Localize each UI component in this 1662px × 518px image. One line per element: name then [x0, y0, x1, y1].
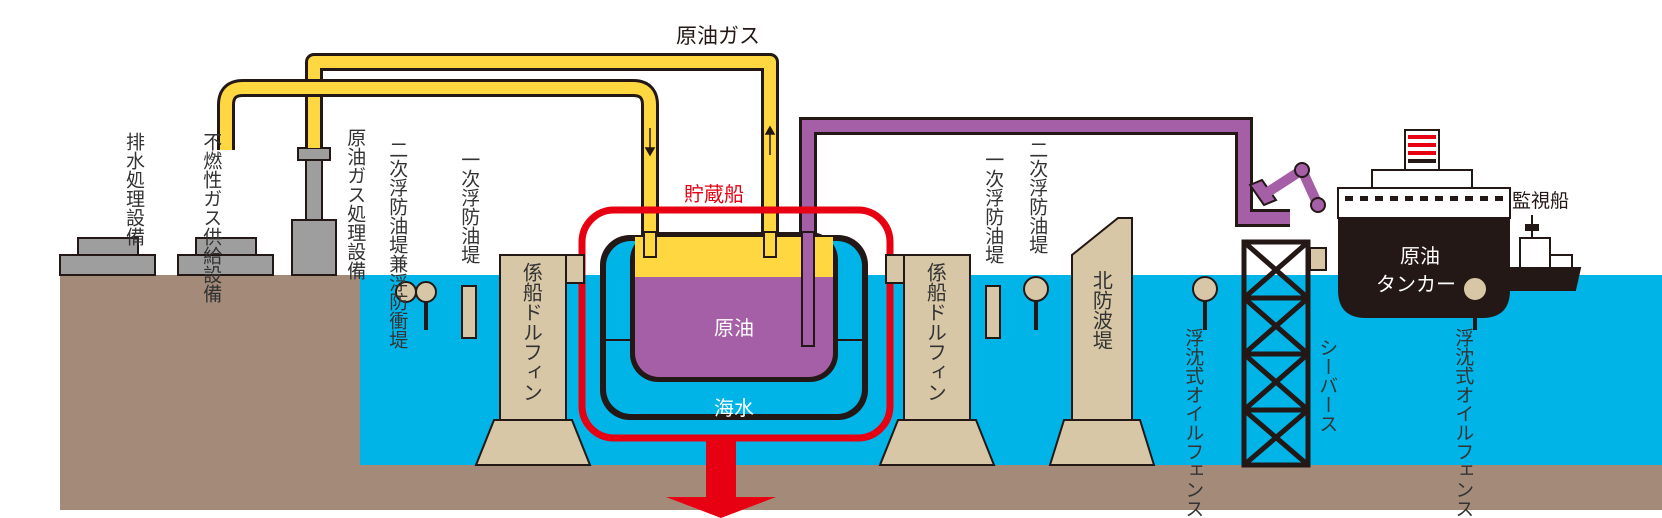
down-arrow — [666, 441, 776, 518]
dolphin-right-label: 係船ドルフィン — [923, 262, 948, 402]
secondary-boom-right-label: 二次浮防油堤 — [1026, 140, 1049, 254]
sea-berth-fender — [1309, 247, 1327, 271]
oil-fence-right — [1462, 276, 1488, 330]
sea-berth-label: シーバース — [1316, 338, 1339, 433]
tanker-label-line2: タンカー — [1376, 272, 1456, 296]
dolphin-left-label: 係船ドルフィン — [519, 262, 544, 402]
gas-processing-facility — [291, 147, 337, 276]
loading-arm — [1248, 162, 1326, 213]
primary-boom-right-label: 一次浮防油堤 — [982, 150, 1005, 264]
oil-fence-left — [1192, 276, 1218, 330]
crude-oil-label: 原油 — [714, 316, 754, 340]
patrol-boat — [1498, 215, 1582, 291]
gas-processing-label: 原油ガス処理設備 — [344, 128, 367, 280]
sea-berth — [1241, 239, 1311, 468]
mooring-dolphin-right — [878, 254, 996, 466]
oil-fence-right-label: 浮沈式オイルフェンス — [1452, 328, 1475, 518]
wastewater-facility — [59, 237, 156, 276]
tanker-label-line1: 原油 — [1400, 244, 1440, 268]
storage-ship — [600, 231, 868, 420]
highlight-frame — [578, 206, 894, 442]
flow-arrows — [644, 125, 776, 157]
north-breakwater-label: 北防波堤 — [1089, 270, 1114, 350]
nonflammable-gas-label: 不燃性ガス供給設備 — [200, 132, 223, 303]
gas-pipe-label: 原油ガス — [676, 24, 760, 48]
oil-pipe — [799, 117, 1290, 345]
storage-ship-label: 貯蔵船 — [684, 182, 744, 206]
wastewater-label: 排水処理設備 — [123, 132, 145, 246]
seawater-label: 海水 — [714, 396, 754, 420]
boom-right — [985, 276, 1049, 339]
mooring-dolphin-left — [474, 254, 592, 466]
north-breakwater — [1048, 217, 1156, 466]
primary-boom-left-label: 一次浮防油堤 — [458, 150, 481, 264]
nonflammable-gas-facility — [177, 237, 274, 276]
patrol-boat-label: 監視船 — [1512, 190, 1570, 212]
land — [60, 275, 360, 510]
seabed — [360, 465, 1662, 510]
secondary-boom-left-label: 二次浮防油堤兼浮防衝堤 — [386, 140, 409, 349]
oil-fence-left-label: 浮沈式オイルフェンス — [1182, 328, 1205, 518]
boom-left — [395, 281, 477, 339]
